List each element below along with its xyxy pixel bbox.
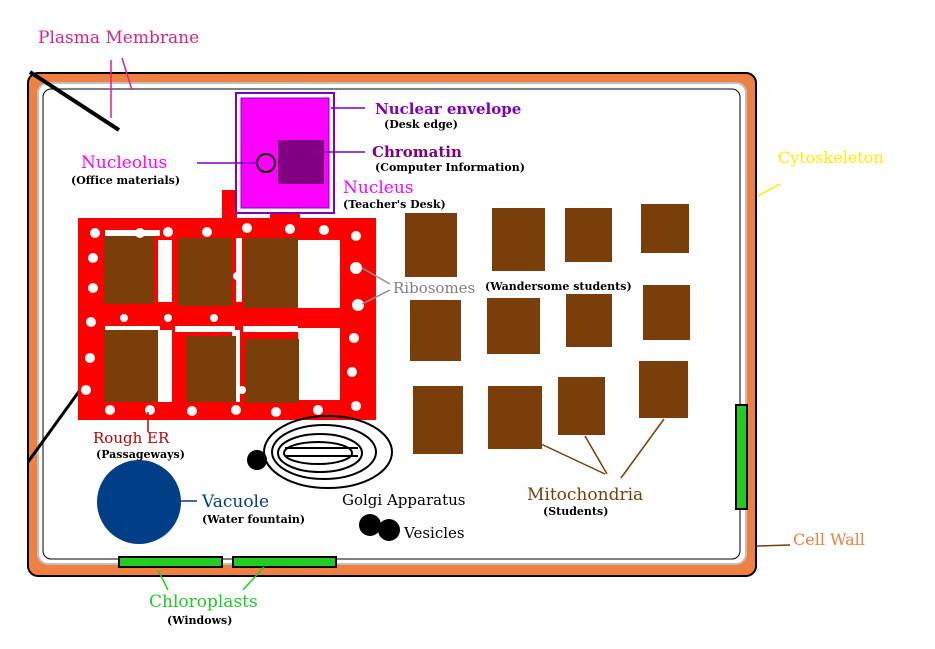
nucleus (235, 92, 335, 214)
label-cell-wall: Cell Wall (793, 530, 865, 549)
golgi-apparatus (247, 415, 393, 489)
label-nucleus-sub: (Teacher's Desk) (343, 198, 446, 211)
cytoskeleton-fiber (28, 70, 121, 132)
mitochondrion (565, 208, 612, 262)
mitochondrion (641, 204, 689, 253)
label-mitochondria: Mitochondria (527, 485, 643, 505)
mitochondrion (492, 208, 545, 271)
rough-er (78, 190, 376, 420)
mitochondrion (405, 213, 457, 277)
mitochondria-group (405, 204, 690, 454)
label-rough-er: Rough ER (93, 429, 170, 447)
chloroplast (735, 404, 748, 510)
label-vacuole-sub: (Water fountain) (202, 513, 305, 526)
label-chromatin-sub: (Computer Information) (375, 161, 525, 174)
label-nuclear-envelope: Nuclear envelope (375, 100, 521, 118)
label-chloroplasts: Chloroplasts (149, 592, 258, 612)
label-chromatin: Chromatin (372, 143, 462, 161)
label-rough-er-sub: (Passageways) (96, 448, 185, 461)
mitochondrion (487, 298, 540, 354)
label-vacuole: Vacuole (201, 492, 269, 512)
chloroplast (232, 556, 337, 568)
mitochondrion (639, 361, 688, 418)
label-nucleolus-sub: (Office materials) (71, 174, 180, 187)
vesicles (359, 514, 400, 541)
label-vesicles: Vesicles (403, 524, 465, 542)
mitochondrion (413, 386, 463, 454)
label-ribosomes-sub: (Wandersome students) (485, 280, 632, 293)
cytoplasm (42, 88, 741, 560)
cytoskeleton-fiber (26, 389, 82, 463)
label-ribosomes: Ribosomes (393, 279, 475, 297)
chloroplast (118, 556, 223, 568)
mitochondrion (410, 300, 461, 361)
label-cytoskeleton: Cytoskeleton (778, 148, 884, 167)
label-mitochondria-sub: (Students) (543, 505, 608, 518)
mitochondrion (566, 294, 612, 347)
mitochondrion (643, 285, 690, 340)
mitochondrion (558, 377, 605, 435)
label-nucleolus: Nucleolus (81, 153, 167, 173)
mitochondrion (488, 386, 542, 449)
vacuole (97, 460, 181, 544)
label-nucleus: Nucleus (343, 178, 414, 198)
leader-lines (110, 57, 791, 591)
label-golgi: Golgi Apparatus (342, 491, 465, 509)
chromatin (278, 140, 324, 184)
label-chloroplasts-sub: (Windows) (167, 614, 232, 627)
label-nuclear-envelope-sub: (Desk edge) (384, 118, 458, 131)
label-plasma-membrane: Plasma Membrane (38, 28, 199, 48)
